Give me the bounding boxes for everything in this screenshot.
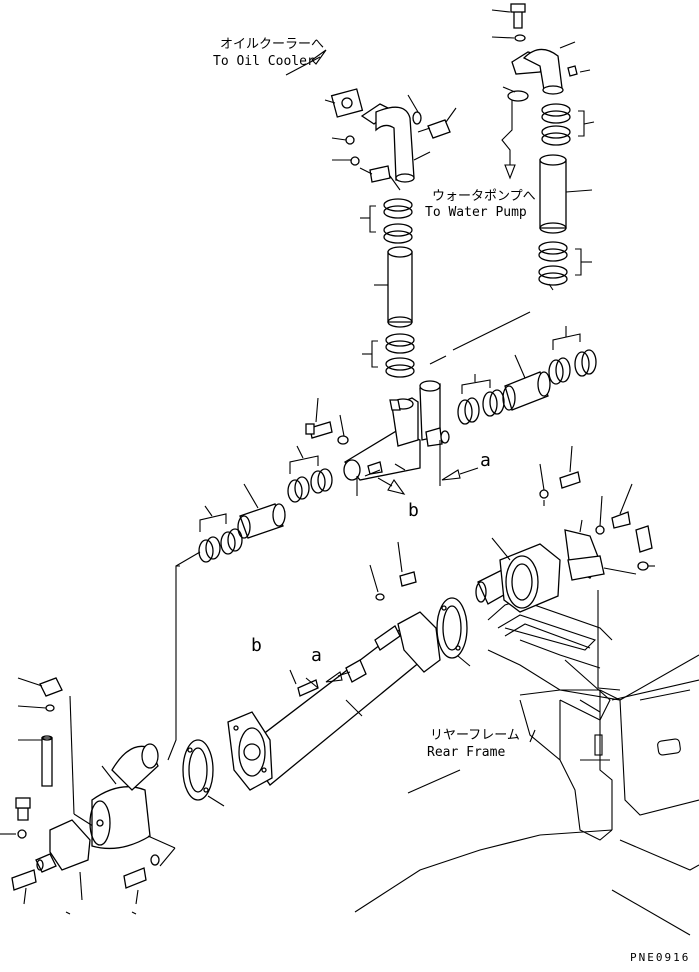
- ref-letter-a-lower: a: [311, 645, 322, 666]
- left-hose-chain: [360, 198, 415, 378]
- rear-frame: [354, 599, 699, 936]
- long-cooling-pipe: [227, 541, 441, 791]
- ref-letter-a: a: [480, 450, 491, 471]
- rear-frame-label-en: Rear Frame: [427, 745, 506, 760]
- branch-tee-pipe: [305, 311, 531, 496]
- oil-cooler-label-jp: オイルクーラーへ: [220, 37, 325, 52]
- side-hose-chain: [457, 326, 597, 425]
- connection-lines: [167, 551, 201, 761]
- pipe-gaskets: [182, 597, 471, 807]
- oil-cooler-elbow: [285, 49, 457, 191]
- right-flange-elbow: [475, 445, 655, 688]
- oil-cooler-label-en: To Oil Cooler: [213, 54, 315, 69]
- left-diagonal-hose: [198, 445, 333, 563]
- pump-housing: [0, 677, 176, 915]
- water-pump-elbow: [491, 3, 595, 291]
- water-pump-label-en: To Water Pump: [425, 205, 527, 220]
- rear-frame-label-jp: リヤーフレーム: [430, 728, 520, 743]
- arrow-icon: [289, 467, 621, 743]
- water-pump-label-jp: ウォータポンプへ: [432, 189, 536, 204]
- ref-letter-b: b: [408, 500, 419, 521]
- ref-letter-b-lower: b: [251, 635, 262, 656]
- drawing-code: PNE0916: [630, 951, 691, 964]
